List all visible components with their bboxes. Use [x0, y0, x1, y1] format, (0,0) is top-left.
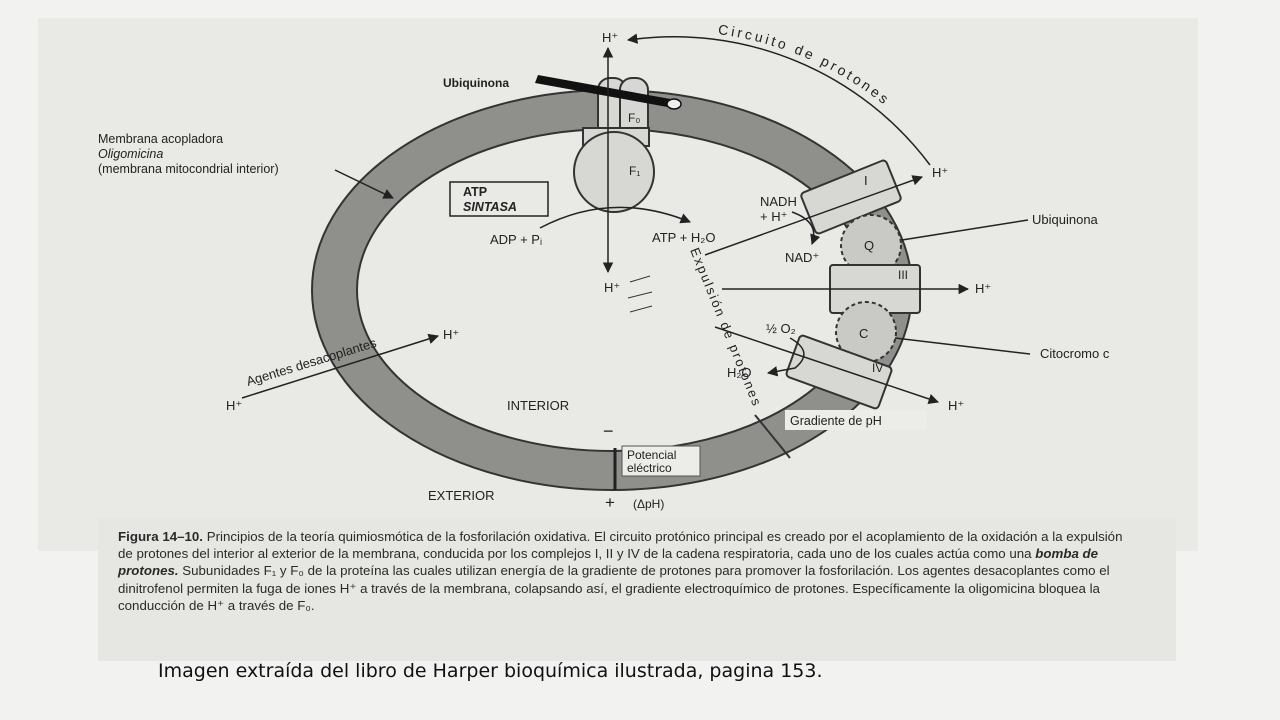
source-citation: Imagen extraída del libro de Harper bioq…: [158, 660, 823, 682]
h-complex1-label: H⁺: [932, 165, 948, 180]
complex-i-label: I: [864, 173, 868, 188]
half-o2-label: ½ O₂: [766, 321, 796, 336]
complex-q-label: Q: [864, 238, 874, 253]
gradiente-label: Gradiente de pH: [790, 414, 882, 428]
membrana-label: Membrana acopladora: [98, 132, 223, 146]
potencial-label-1: Potencial: [627, 448, 676, 462]
figure-caption: Figura 14–10. Principios de la teoría qu…: [118, 528, 1136, 614]
minus-sign: −: [603, 421, 614, 441]
adp-label: ADP + Pᵢ: [490, 232, 542, 247]
caption-figure-number: Figura 14–10.: [118, 529, 203, 544]
fo-label: F₀: [628, 111, 640, 125]
membrana-mito-label: (membrana mitocondrial interior): [98, 162, 279, 176]
nad-label: NAD⁺: [785, 250, 819, 265]
ubiquinona-top-label: Ubiquinona: [443, 76, 509, 90]
ubiquinona-right-pointer: [902, 220, 1028, 240]
h-complex4-label: H⁺: [948, 398, 964, 413]
potencial-label-2: eléctrico: [627, 461, 672, 475]
f1-label: F₁: [629, 164, 640, 178]
interior-label: INTERIOR: [507, 398, 569, 413]
oligomicina-label: Oligomicina: [98, 147, 163, 161]
citocromo-label: Citocromo c: [1040, 346, 1110, 361]
complex-iv-label: IV: [872, 361, 883, 375]
ubiquinona-right-label: Ubiquinona: [1032, 212, 1099, 227]
atp-h2o-label: ATP + H₂O: [652, 230, 715, 245]
citocromo-pointer: [895, 338, 1030, 354]
complex-c-label: C: [859, 326, 868, 341]
caption-text-2: Subunidades F₁ y F₀ de la proteína las c…: [118, 563, 1110, 612]
h-complex3-label: H⁺: [975, 281, 991, 296]
atp-sintasa-label-1: ATP: [463, 185, 487, 199]
h-top-label: H⁺: [602, 30, 618, 45]
h-agentes-out-label: H⁺: [226, 398, 242, 413]
nadh-h-label: + H⁺: [760, 209, 787, 224]
delta-ph-label: (ΔpH): [633, 497, 664, 511]
h-center-label: H⁺: [604, 280, 620, 295]
h2o-label: H₂O: [727, 365, 752, 380]
nadh-label: NADH: [760, 194, 797, 209]
atp-sintasa-label-2: SINTASA: [463, 200, 517, 214]
exterior-label: EXTERIOR: [428, 488, 494, 503]
h-agentes-in-label: H⁺: [443, 327, 459, 342]
f1-sphere: [574, 132, 654, 212]
plus-sign: +: [605, 493, 615, 512]
caption-text-1: Principios de la teoría quimiosmótica de…: [118, 529, 1122, 561]
complex-iii-label: III: [898, 268, 908, 282]
